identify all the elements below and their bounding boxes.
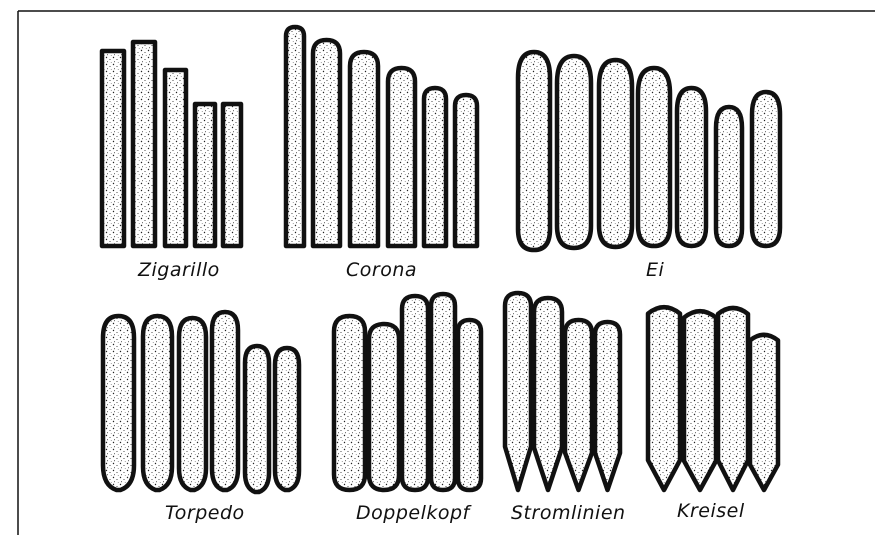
cigar-torpedo-4 (212, 312, 238, 490)
cigar-group-stromlinien (505, 293, 620, 490)
cigar-corona-1 (286, 27, 304, 246)
cigar-group-torpedo (103, 312, 299, 492)
cigar-doppelkopf-2 (369, 324, 399, 490)
cigar-stromlinien-2 (534, 298, 562, 490)
cigar-ei-3 (599, 60, 632, 247)
cigar-zigarillo-5 (223, 104, 241, 246)
cigar-group-corona (286, 27, 477, 246)
label-ei: Ei (646, 259, 664, 281)
cigar-torpedo-6 (275, 348, 299, 490)
cigar-doppelkopf-1 (334, 316, 365, 490)
cigar-stromlinien-1 (505, 293, 531, 490)
cigar-kreisel-2 (684, 311, 716, 490)
cigar-kreisel-4 (750, 335, 778, 490)
cigar-group-kreisel (648, 307, 778, 490)
cigar-ei-7 (752, 92, 780, 246)
cigar-ei-2 (557, 56, 591, 248)
cigar-ei-6 (716, 107, 742, 246)
cigar-zigarillo-3 (165, 70, 186, 246)
cigar-corona-4 (388, 68, 415, 246)
cigar-corona-5 (424, 88, 446, 246)
cigar-zigarillo-2 (133, 42, 155, 246)
cigar-group-ei (518, 52, 780, 250)
label-doppelkopf: Doppelkopf (356, 502, 470, 524)
cigar-group-doppelkopf (334, 294, 481, 490)
cigar-ei-1 (518, 52, 550, 250)
cigar-corona-3 (350, 52, 378, 246)
cigar-kreisel-1 (648, 307, 680, 490)
label-torpedo: Torpedo (165, 502, 245, 524)
cigar-torpedo-3 (179, 318, 206, 490)
label-zigarillo: Zigarillo (138, 259, 220, 281)
cigar-ei-4 (638, 68, 670, 246)
label-stromlinien: Stromlinien (511, 502, 626, 524)
label-kreisel: Kreisel (677, 500, 745, 522)
cigar-corona-2 (313, 40, 340, 246)
cigar-doppelkopf-4 (431, 294, 455, 490)
cigar-doppelkopf-5 (458, 320, 481, 490)
cigar-doppelkopf-3 (402, 296, 428, 490)
cigar-corona-6 (455, 95, 477, 246)
cigar-torpedo-1 (103, 316, 134, 490)
cigar-stromlinien-4 (595, 322, 620, 490)
cigar-ei-5 (677, 88, 706, 246)
cigar-torpedo-2 (143, 316, 172, 490)
cigar-stromlinien-3 (565, 320, 592, 490)
cigar-zigarillo-1 (102, 51, 124, 246)
cigar-kreisel-3 (718, 308, 748, 490)
label-corona: Corona (346, 259, 417, 281)
cigar-torpedo-5 (245, 346, 269, 492)
cigar-zigarillo-4 (195, 104, 215, 246)
cigar-group-zigarillo (102, 42, 241, 246)
